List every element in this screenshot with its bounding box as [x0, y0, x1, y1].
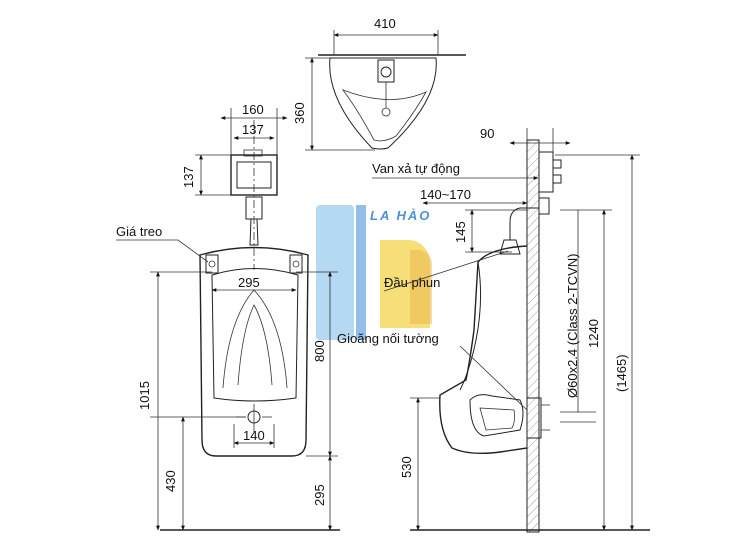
logo-shape-orange	[410, 250, 432, 324]
dim-800-text: 800	[312, 340, 327, 362]
dim-410-text: 410	[374, 16, 396, 31]
side-valve-body	[538, 151, 554, 193]
dim-530-text: 530	[399, 456, 414, 478]
side-gasket	[526, 397, 542, 439]
side-urinal-trap	[469, 394, 524, 437]
top-view-valve	[377, 59, 395, 83]
label-dau-phun: Đầu phun	[384, 275, 440, 290]
dim-140-text: 140	[243, 428, 265, 443]
label-gia-treo: Giá treo	[116, 224, 162, 239]
logo-bar-dark	[356, 205, 366, 340]
dim-160-text: 160	[242, 102, 264, 117]
side-view: 90 Van xả tự động 140~170 145 Đầu phun G…	[337, 126, 650, 533]
side-wall	[526, 139, 540, 533]
dim-140-170-text: 140~170	[420, 187, 471, 202]
side-urinal-body	[439, 245, 528, 455]
front-flush-pipe-nut	[245, 196, 263, 220]
top-view-bowl-outer	[329, 57, 437, 150]
dim-295h-text: 295	[312, 484, 327, 506]
front-valve-top	[243, 149, 263, 157]
front-urinal-inner-curve	[222, 289, 288, 389]
front-hanger-right	[289, 254, 303, 274]
label-gioang: Gioăng nối tường	[337, 331, 439, 346]
front-urinal-bowl	[211, 268, 299, 402]
front-urinal-inner-curve2	[237, 304, 273, 386]
leader-gia-treo	[116, 239, 209, 263]
front-view: 160 137 137 140 295 Giá treo	[116, 102, 340, 531]
dim-137h-text: 137	[181, 166, 196, 188]
dim-1240-text: 1240	[586, 319, 601, 348]
side-urinal-inner	[459, 261, 482, 391]
watermark-text: LA HÀO	[370, 208, 431, 223]
side-flush-pipe	[509, 207, 539, 240]
top-view-bowl-inner	[341, 89, 427, 142]
pipe-spec-text: Ø60x2.4 (Class 2-TCVN)	[565, 254, 580, 398]
front-hanger-left	[205, 254, 219, 274]
dim-90-text: 90	[480, 126, 494, 141]
leader-dau-phun	[383, 250, 509, 292]
dim-1465-text: (1465)	[614, 354, 629, 392]
dim-1015-text: 1015	[137, 381, 152, 410]
top-view: 410 360	[292, 16, 466, 151]
logo-bar-blue	[316, 205, 354, 340]
top-view-drain	[381, 107, 391, 117]
front-urinal-body	[199, 246, 309, 457]
leader-gioang	[459, 345, 528, 411]
dim-137w-text: 137	[242, 122, 264, 137]
label-van-xa: Van xả tự động	[372, 161, 460, 176]
dim-430-text: 430	[163, 470, 178, 492]
dim-145-text: 145	[453, 221, 468, 243]
top-view-valve-hole	[380, 66, 392, 78]
front-flush-pipe	[249, 218, 259, 246]
watermark-logo: LA HÀO	[316, 205, 432, 340]
dim-360-text: 360	[292, 102, 307, 124]
dim-295w-text: 295	[238, 275, 260, 290]
